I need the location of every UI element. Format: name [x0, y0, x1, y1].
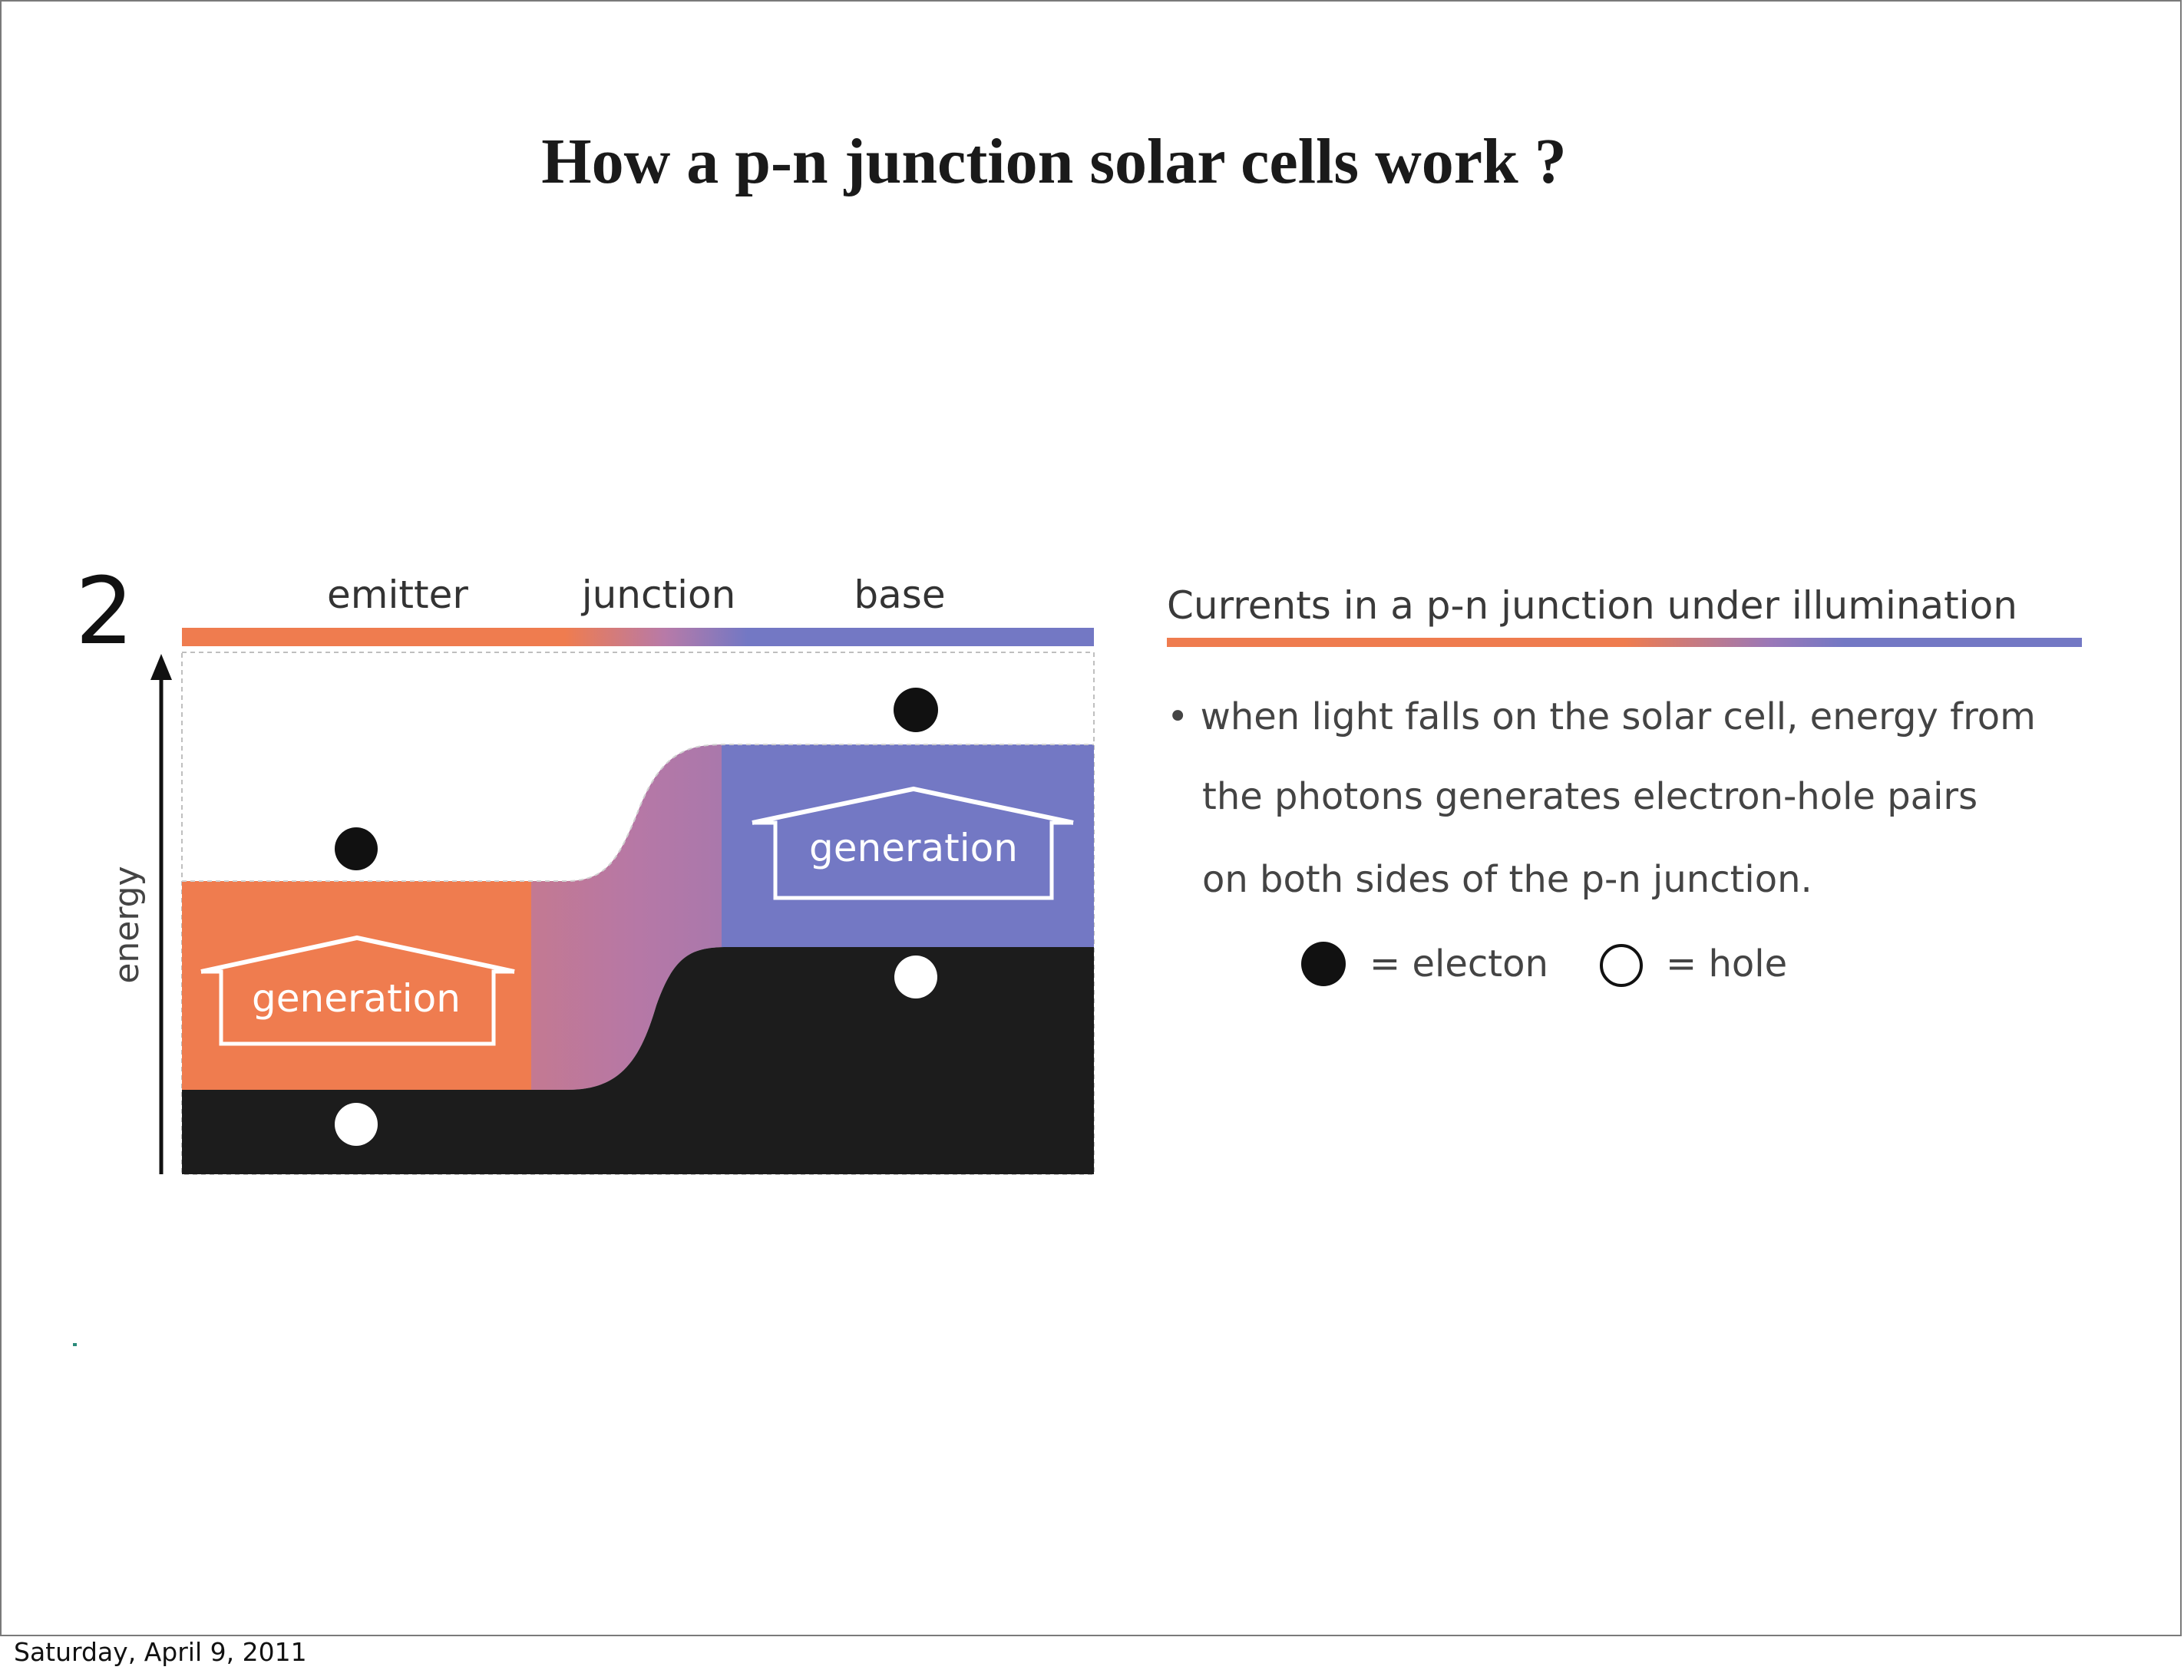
legend-hole-label: = hole [1666, 942, 1787, 985]
generation-label-right: generation [809, 826, 1018, 870]
emitter-region [182, 881, 531, 1090]
panel-heading: Currents in a p-n junction under illumin… [1167, 583, 2017, 628]
generation-house-left: generation [200, 935, 515, 1046]
hole-emitter [335, 1103, 378, 1146]
junction-label: junction [581, 573, 736, 617]
generation-house-right: generation [752, 786, 1074, 900]
pn-junction-diagram: 2 emitter junction base energy generatio… [75, 559, 2082, 1175]
valence-band [182, 947, 1094, 1174]
energy-axis-label: energy [107, 866, 147, 983]
generation-label-left: generation [252, 976, 461, 1021]
electron-emitter [335, 827, 378, 870]
base-region [722, 744, 1094, 947]
legend-hole-icon [1600, 944, 1643, 987]
bullet-line-2: the photons generates electron-hole pair… [1202, 775, 1977, 818]
step-number: 2 [75, 559, 134, 665]
electron-base [894, 688, 938, 732]
emitter-label: emitter [327, 573, 468, 617]
panel-heading-underline [1167, 638, 2082, 647]
footer-date: Saturday, April 9, 2011 [14, 1637, 307, 1667]
base-label: base [854, 573, 945, 617]
conduction-band-edge [182, 744, 1094, 882]
energy-axis-arrow-icon [150, 654, 172, 680]
page-title: How a p-n junction solar cells work ? [541, 126, 1567, 197]
hole-base [894, 956, 937, 998]
bullet-line-1: • when light falls on the solar cell, en… [1167, 695, 2036, 738]
stray-dot [73, 1343, 77, 1346]
bullet-line-3: on both sides of the p-n junction. [1202, 858, 1812, 901]
legend-electron-icon [1301, 942, 1346, 986]
region-color-bar [182, 628, 1094, 646]
legend-electron-label: = electon [1370, 942, 1548, 985]
